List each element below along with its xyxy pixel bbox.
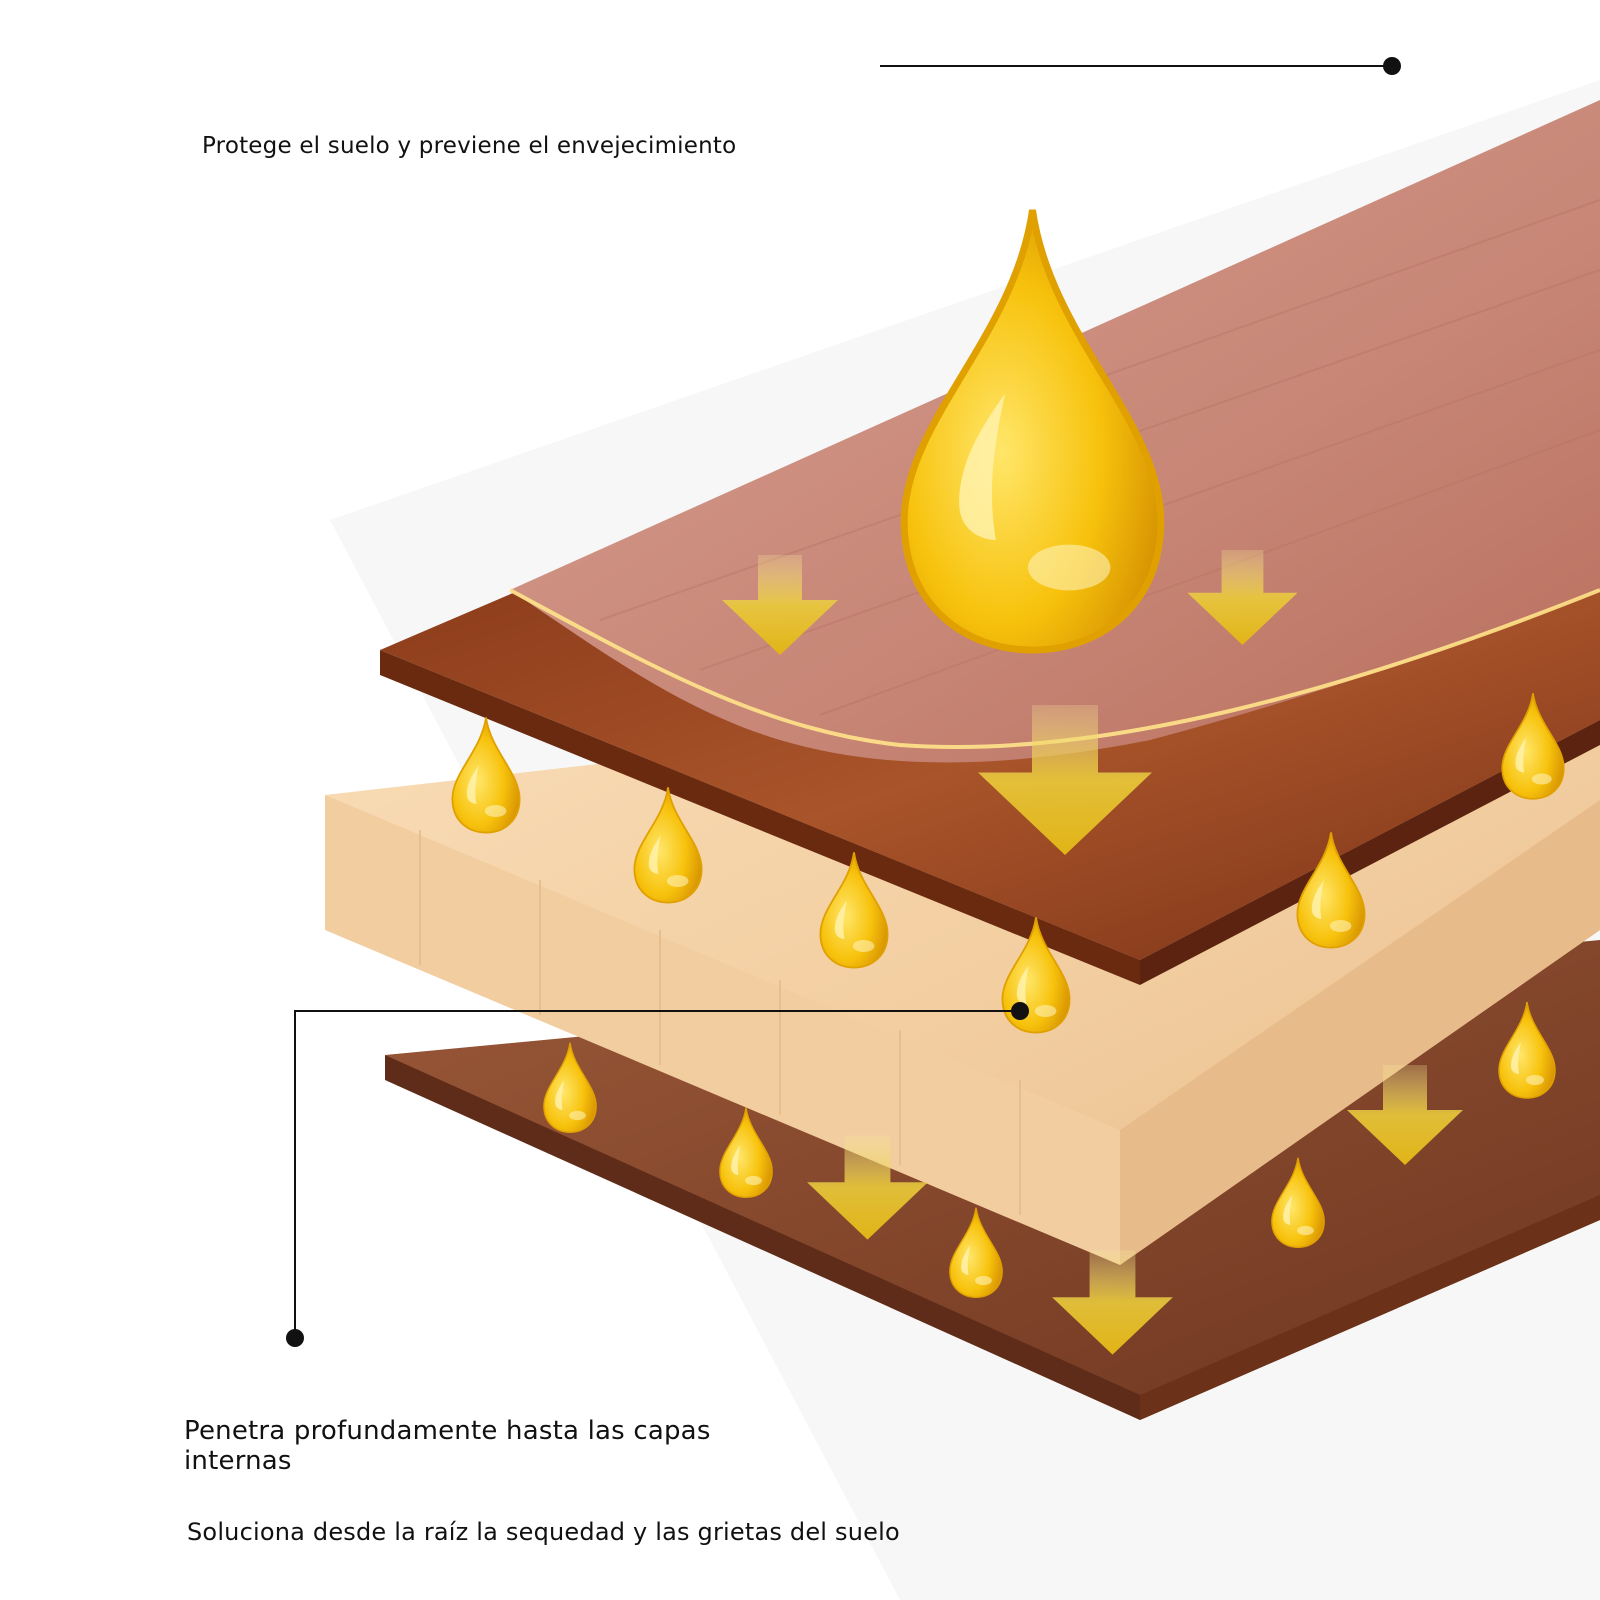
leader-dot <box>286 1329 304 1347</box>
leader-dot <box>1383 57 1401 75</box>
leader-dot <box>1011 1002 1029 1020</box>
label-protects-floor: Protege el suelo y previene el envejecim… <box>202 133 737 159</box>
leader-lines <box>286 57 1401 1347</box>
label-fixes-dryness-cracks: Soluciona desde la raíz la sequedad y la… <box>187 1518 900 1546</box>
label-deep-penetration: Penetra profundamente hasta las capas in… <box>184 1416 711 1476</box>
